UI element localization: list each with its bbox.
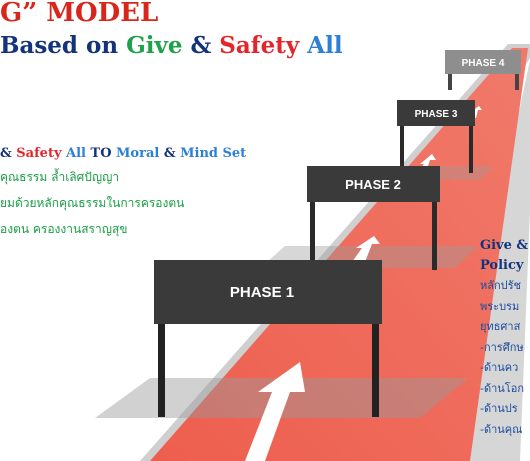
phase-2-post — [310, 190, 315, 270]
phase-3-post — [400, 118, 404, 173]
phase-3-board — [397, 100, 475, 126]
phase-4-post — [448, 70, 452, 90]
phase-1-post — [372, 305, 379, 417]
phase-2-post — [432, 190, 437, 270]
phase-3-label: PHASE 3 — [415, 109, 458, 120]
arrow-icon — [352, 236, 380, 262]
right-line: -ด้านโอก — [480, 381, 524, 395]
left-line: ยมด้วยหลักคุณธรรมในการครองตน — [0, 196, 185, 210]
right-line: หลักปรัช — [480, 279, 522, 292]
subtitle-all: All — [299, 32, 343, 59]
left-line: องตน ครองงานสราญสุข — [0, 222, 128, 236]
subtitle-give: Give — [126, 32, 183, 59]
phase-2-board — [307, 166, 440, 202]
right-line: ยุทธศาส — [480, 320, 521, 333]
phase-4-board — [445, 50, 521, 74]
subtitle-safety: Safety — [219, 32, 300, 59]
phase-2-label: PHASE 2 — [345, 177, 401, 192]
model-title: G” MODEL — [0, 0, 159, 28]
left-heading: & Safety All TO Moral & Mind Set — [0, 146, 247, 161]
right-text-block: Give & Policy หลักปรัช พระบรม ยุทธศาส -ก… — [480, 236, 530, 440]
phase-3-post — [469, 118, 473, 173]
phase-4-post — [515, 70, 519, 90]
model-subtitle: Based on Give & Safety All — [0, 32, 343, 59]
right-line: -การศึกษ — [480, 340, 524, 354]
arrow-icon — [200, 362, 305, 461]
phase-4-label: PHASE 4 — [462, 58, 505, 69]
right-line: พระบรม — [480, 299, 520, 313]
subtitle-amp: & — [182, 32, 220, 59]
phase-1-board — [154, 260, 382, 324]
left-line: คุณธรรม ล้ำเลิศปัญญา — [0, 170, 120, 184]
road-surface — [150, 48, 528, 461]
subtitle-based-on: Based on — [0, 32, 127, 59]
phase-1-label: PHASE 1 — [230, 284, 294, 301]
right-heading: Policy — [480, 258, 524, 273]
right-line: -ด้านปร — [480, 402, 518, 415]
right-line: -ด้านคุณ — [480, 422, 523, 436]
phase-1-post — [158, 305, 165, 417]
right-line: -ด้านคว — [480, 361, 519, 374]
right-heading: Give & — [480, 238, 529, 253]
left-text-block: & Safety All TO Moral & Mind Set คุณธรรม… — [0, 146, 246, 239]
